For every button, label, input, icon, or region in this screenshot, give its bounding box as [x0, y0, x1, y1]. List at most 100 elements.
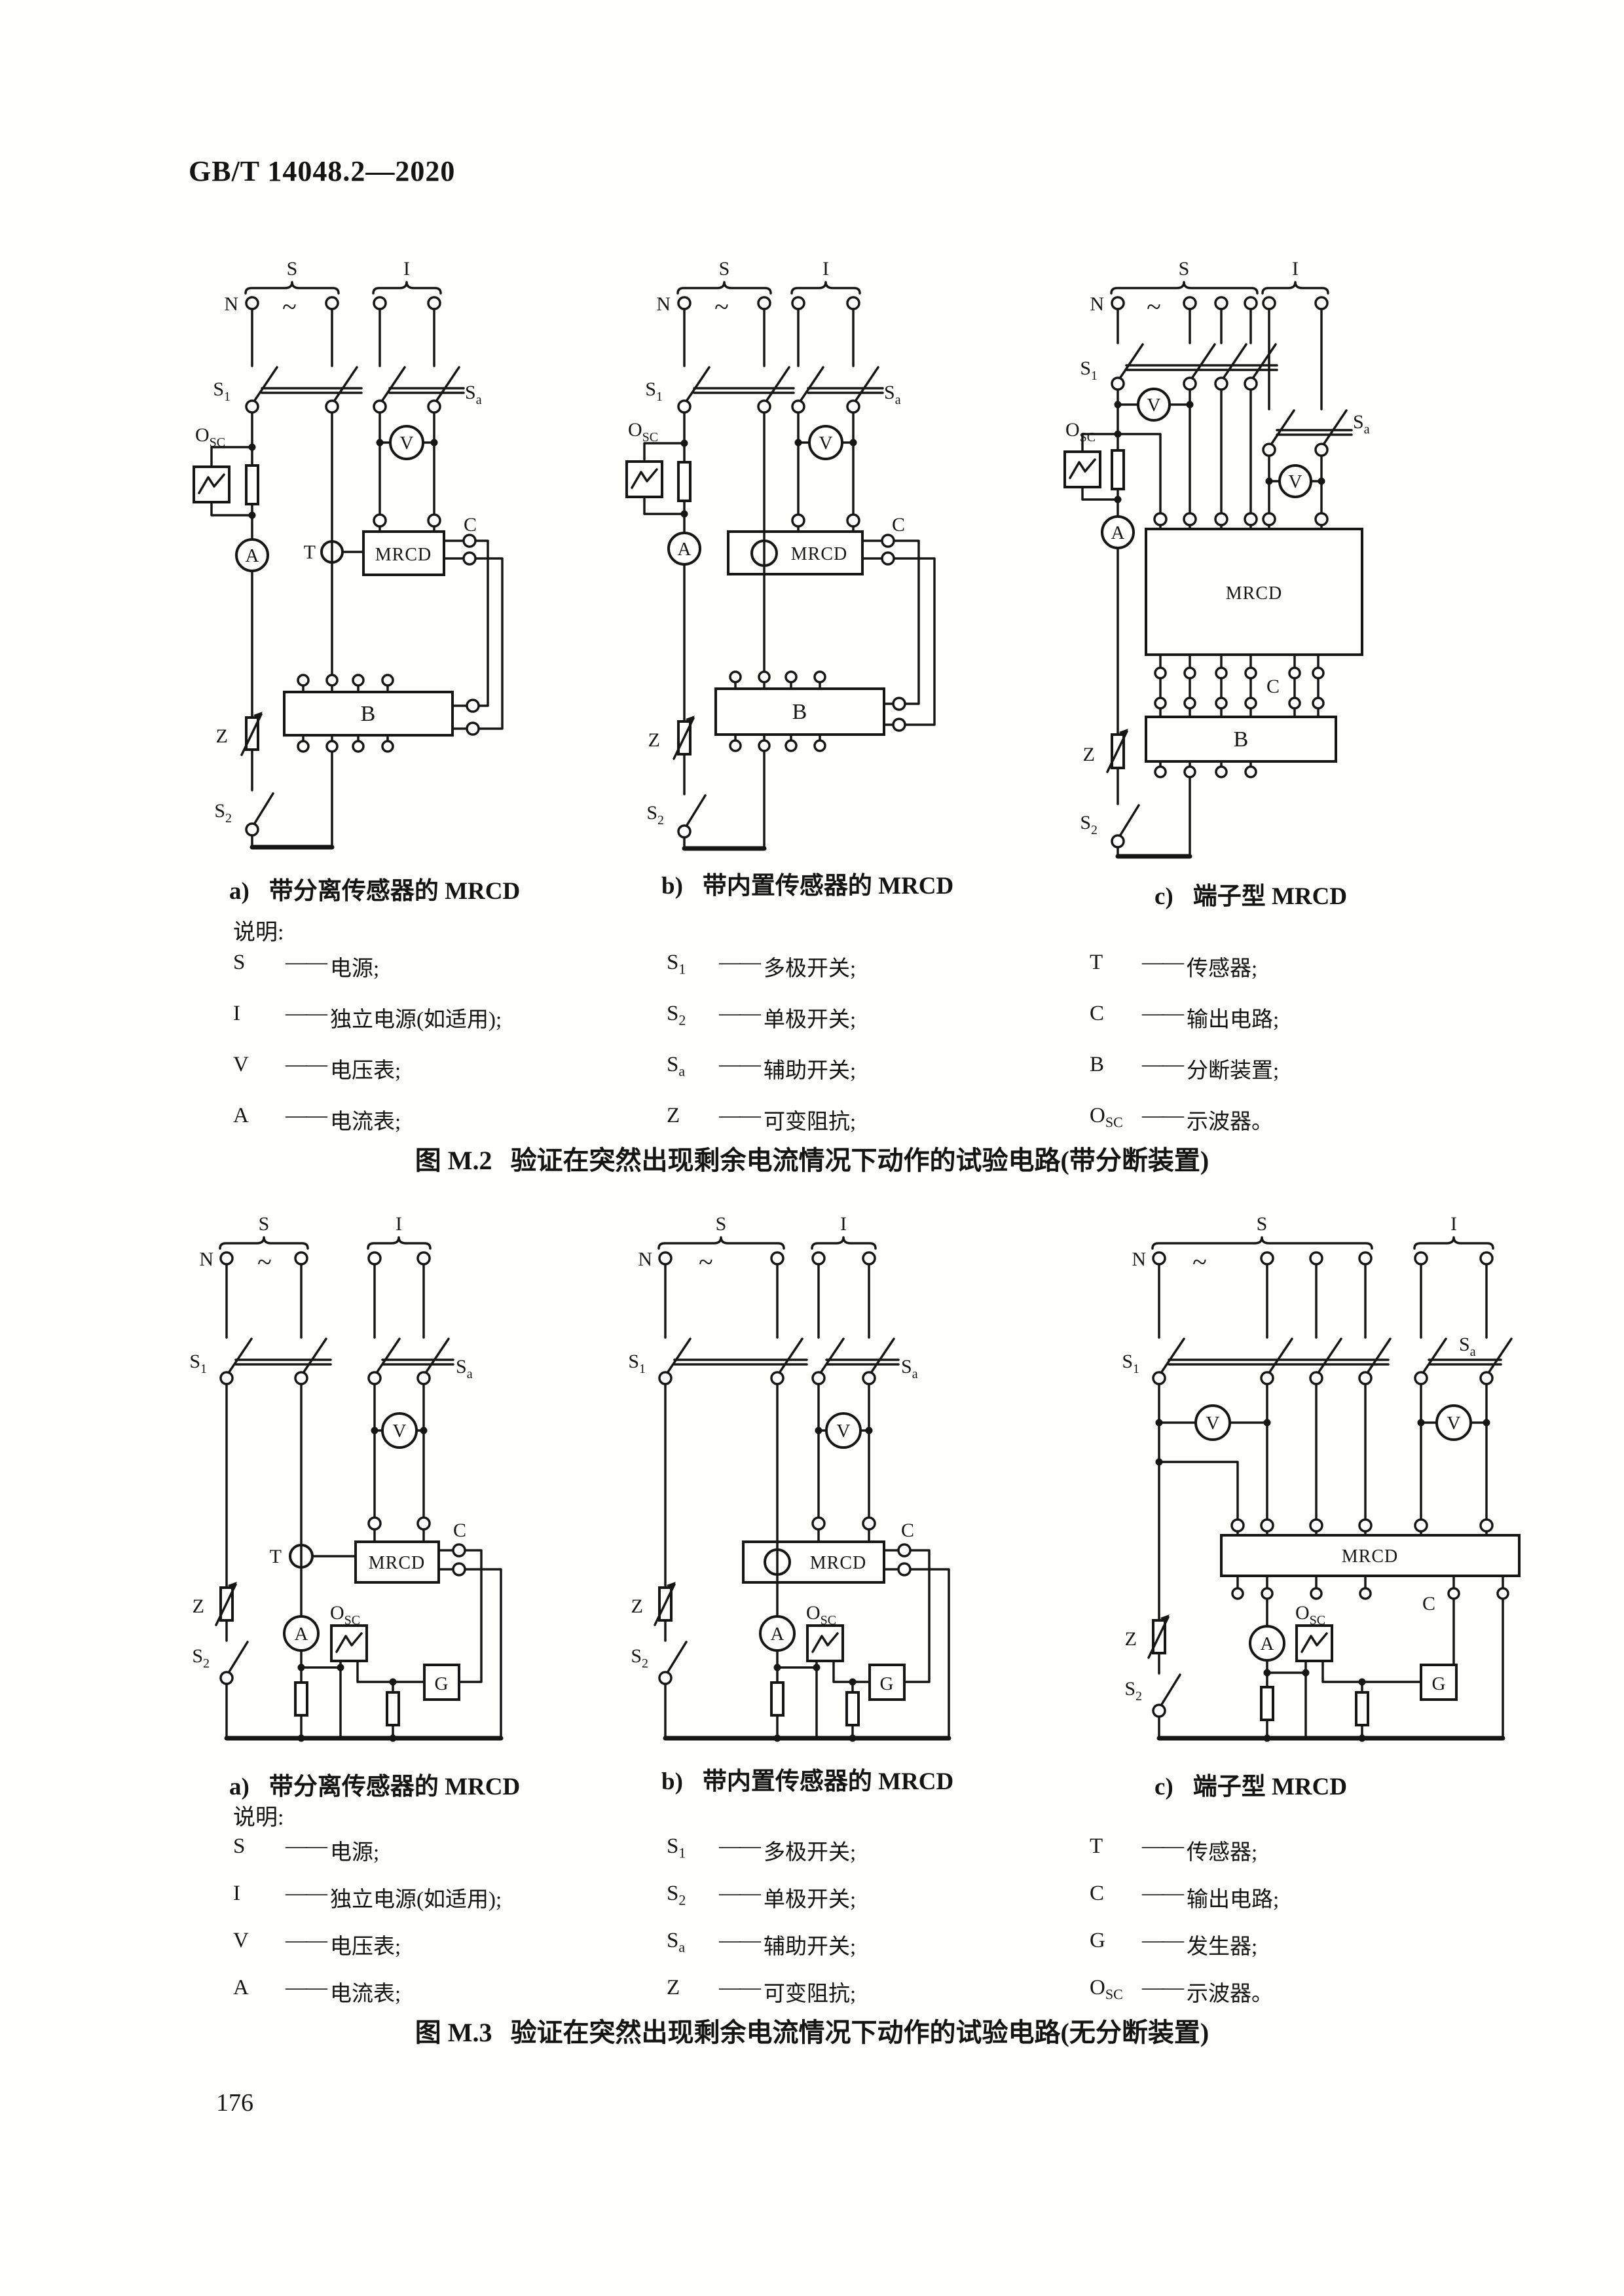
m2c-voltmeter-2: V — [1278, 464, 1312, 498]
breaker-letter: B — [361, 702, 376, 726]
m3a-ammeter: A — [283, 1615, 320, 1652]
m3a-circuit-diagram: S I N ~ S1 — [189, 1213, 504, 1742]
m3c-switch-s1: S1 — [1122, 1338, 1392, 1385]
mrcd-label: MRCD — [369, 1553, 425, 1573]
m2c-switch-s2: S2 — [1080, 804, 1140, 848]
legend-item: B——分断装置; — [1090, 1053, 1280, 1083]
legend-item: T——传感器; — [1090, 951, 1258, 981]
mrcd-label: MRCD — [810, 1553, 866, 1573]
m3c-switch-sa: Sa — [1414, 1334, 1513, 1385]
m2-legend-title: 说明: — [233, 920, 284, 945]
impedance-label: Z — [1083, 744, 1095, 765]
m2c-impedance-z: Z — [1083, 729, 1128, 773]
m3a-oscilloscope: OSC — [330, 1602, 426, 1740]
ac-symbol: ~ — [714, 292, 729, 321]
m2a-output-c: C — [443, 514, 504, 736]
m2c-mrcd: MRCD — [1145, 528, 1363, 680]
m3b-generator-g: G — [868, 1664, 906, 1701]
voltmeter-letter: V — [393, 1421, 407, 1442]
supply-s-label: S — [259, 1213, 270, 1235]
supply-i-label: I — [403, 258, 410, 280]
legend-item: C——输出电路; — [1090, 1002, 1280, 1032]
m2a-mrcd: MRCD — [362, 530, 445, 576]
m3b-resistors — [770, 1681, 860, 1742]
m2a-ammeter: A — [235, 538, 269, 572]
sa-label: Sa — [884, 382, 901, 407]
m2c-wiring — [1081, 308, 1329, 859]
ac-symbol: ~ — [1147, 292, 1161, 321]
output-c-label: C — [1422, 1593, 1435, 1614]
legend-item: A——电流表; — [233, 1104, 401, 1134]
m2a-wiring — [210, 308, 441, 850]
built-in-sensor — [764, 1548, 791, 1576]
m3c-generator-g: G — [1420, 1664, 1458, 1701]
legend-item: OSC——示波器。 — [1090, 1976, 1273, 2006]
m2a-oscilloscope: OSC — [193, 424, 259, 505]
legend-item: S——电源; — [233, 1834, 380, 1865]
output-c-label: C — [901, 1520, 914, 1541]
neutral-label: N — [1090, 293, 1104, 315]
voltmeter-letter: V — [400, 433, 414, 454]
m3a-resistors — [294, 1681, 400, 1742]
m2b-switch-s2: S2 — [646, 794, 707, 839]
supply-i-label: I — [396, 1213, 402, 1235]
m3b-supply: S I N ~ — [638, 1213, 877, 1277]
neutral-label: N — [199, 1248, 213, 1270]
voltmeter-letter: V — [819, 433, 833, 454]
ac-symbol: ~ — [1192, 1247, 1207, 1277]
m3c-voltmeter-1: V — [1194, 1404, 1231, 1441]
supply-i-label: I — [822, 258, 829, 280]
sa-label: Sa — [1459, 1334, 1476, 1359]
m2b-ammeter: A — [667, 532, 701, 566]
m2a-voltmeter: V — [389, 425, 424, 460]
m3c-oscilloscope: OSC — [1295, 1602, 1422, 1740]
m3b-impedance-z: Z — [631, 1582, 676, 1626]
m3a-wiring — [224, 1263, 504, 1742]
m3-sublabel-b: b)带内置传感器的 MRCD — [661, 1768, 954, 1795]
osc-label: OSC — [628, 419, 658, 445]
generator-letter: G — [1432, 1673, 1446, 1694]
m3c-voltmeter-2: V — [1435, 1404, 1472, 1441]
supply-s-label: S — [287, 258, 298, 280]
m2b-output-c: C — [861, 514, 936, 732]
legend-item: I——独立电源(如适用); — [233, 1002, 502, 1032]
m2a-breaker-b: B — [283, 674, 454, 753]
legend-item: G——发生器; — [1090, 1929, 1258, 1959]
legend-item: V——电压表; — [233, 1053, 401, 1083]
neutral-label: N — [656, 293, 671, 315]
output-c-label: C — [453, 1520, 466, 1541]
impedance-label: Z — [631, 1595, 643, 1617]
m3b-mrcd: MRCD — [742, 1540, 885, 1584]
sensor-label: T — [304, 541, 316, 563]
s1-label: S1 — [628, 1351, 646, 1376]
s1-label: S1 — [213, 378, 231, 404]
legend-item: Z——可变阻抗; — [667, 1104, 857, 1134]
voltmeter-letter: V — [1289, 471, 1302, 492]
m3b-switch-sa: Sa — [811, 1338, 918, 1385]
output-c-label: C — [464, 514, 477, 536]
legend-item: C——输出电路; — [1090, 1882, 1280, 1912]
m2b-circuit-diagram: S I N ~ S1 — [625, 258, 936, 851]
supply-i-label: I — [1450, 1213, 1457, 1235]
m2a-switch-s2: S2 — [214, 792, 274, 837]
m3b-voltmeter: V — [825, 1412, 862, 1449]
legend-item: S1——多极开关; — [667, 1834, 857, 1865]
mrcd-label: MRCD — [791, 544, 847, 564]
m3a-impedance-z: Z — [193, 1582, 237, 1626]
legend-item: S2——单极开关; — [667, 1882, 857, 1912]
s2-label: S2 — [192, 1645, 210, 1671]
impedance-label: Z — [216, 725, 228, 747]
m3-legend-title: 说明: — [233, 1806, 284, 1830]
m3c-circuit-diagram: S I N ~ — [1122, 1213, 1521, 1742]
m2-sublabel-c: c)端子型 MRCD — [1154, 883, 1348, 910]
impedance-label: Z — [648, 729, 660, 751]
m3c-resistors — [1260, 1681, 1369, 1742]
m3c-switch-s2: S2 — [1124, 1673, 1181, 1718]
m3c-wiring — [1155, 1263, 1505, 1741]
ac-symbol: ~ — [282, 292, 297, 321]
m3a-sensor-t: T — [270, 1544, 314, 1569]
shunt-resistor — [245, 464, 259, 505]
s1-label: S1 — [189, 1351, 207, 1376]
ammeter-letter: A — [1111, 522, 1125, 543]
m2a-switch-sa: Sa — [373, 366, 482, 414]
